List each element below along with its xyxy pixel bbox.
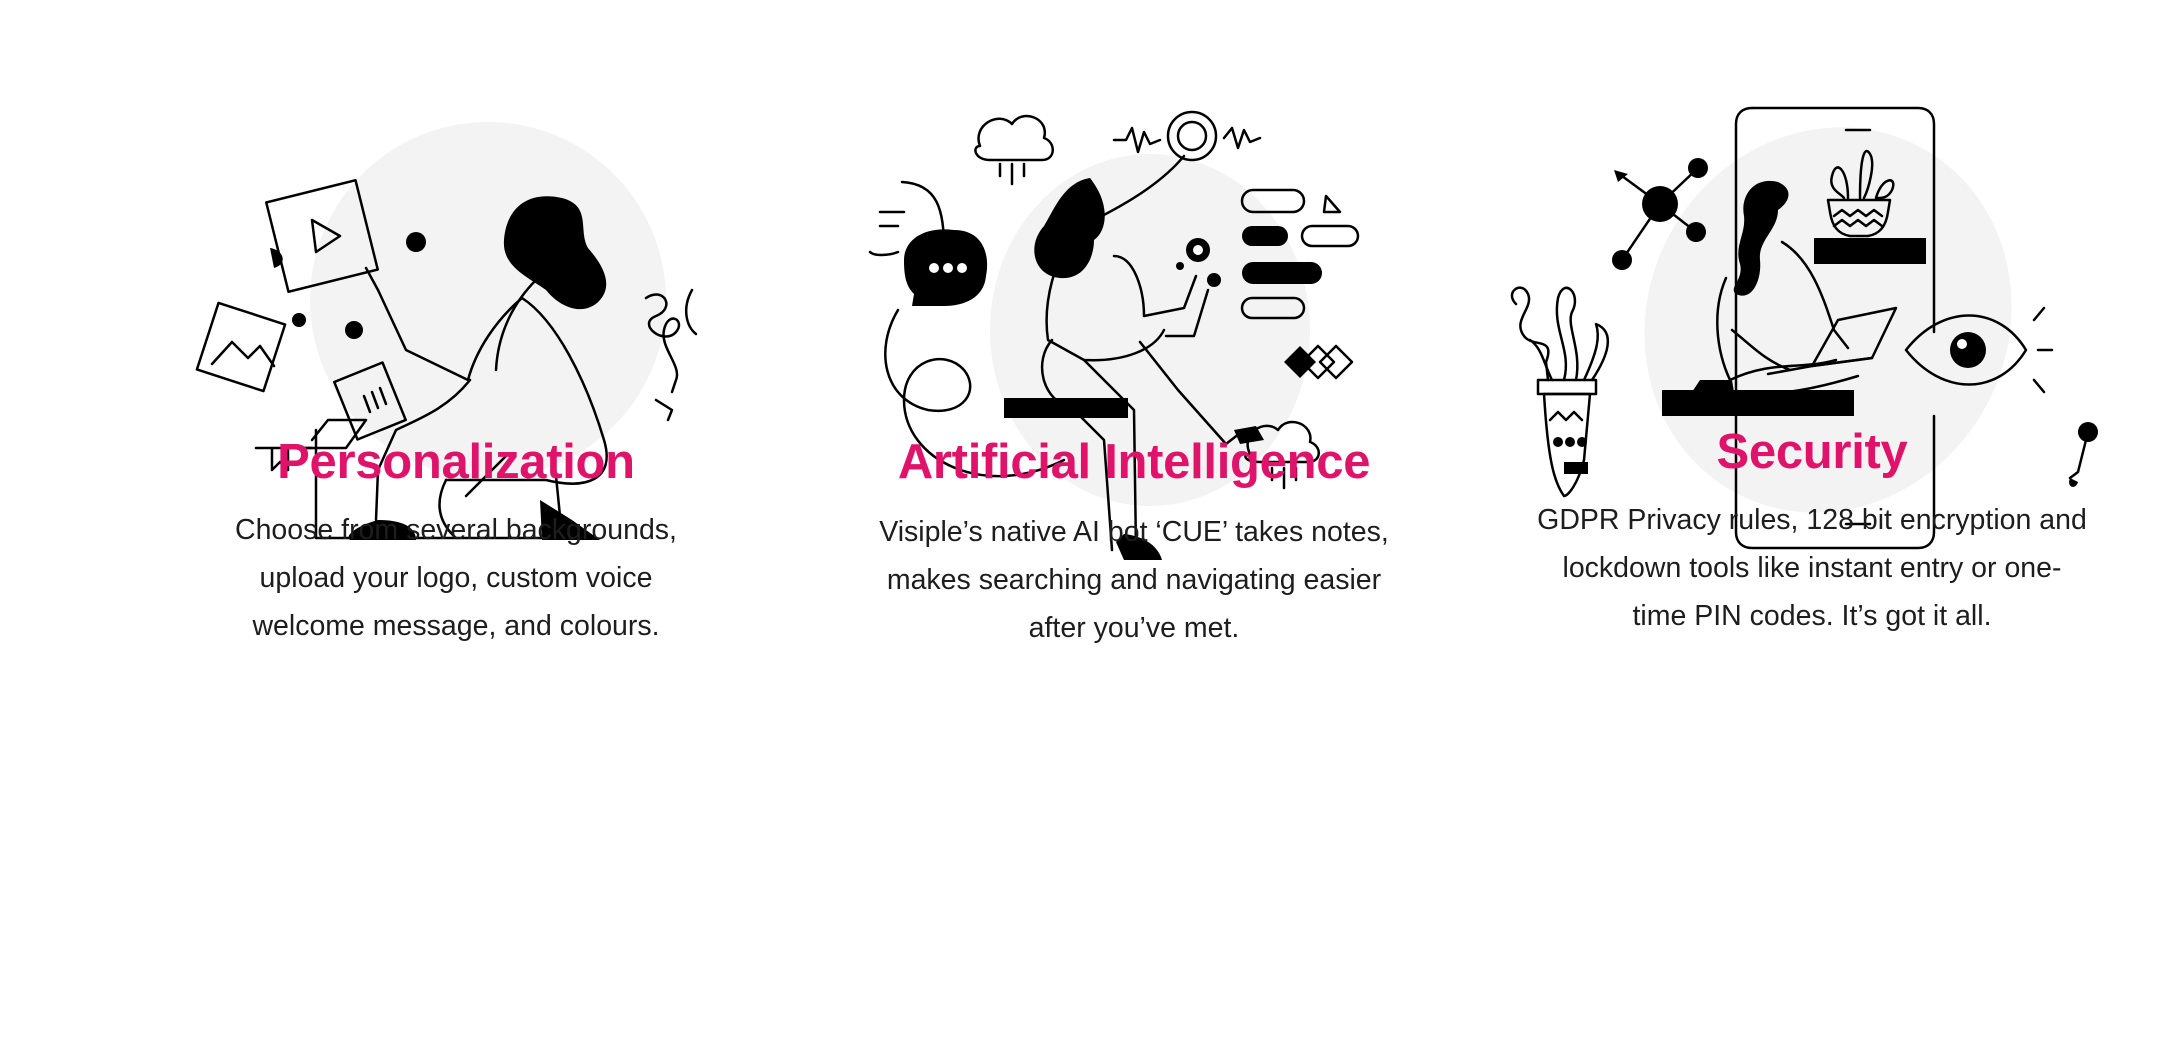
feature-description: GDPR Privacy rules, 128 bit encryption a… bbox=[1472, 496, 2152, 640]
feature-title: Personalization bbox=[277, 435, 635, 489]
feature-personalization: Personalization Choose from several back… bbox=[116, 0, 796, 1042]
feature-description: Visiple’s native AI bot ‘CUE’ takes note… bbox=[794, 508, 1474, 652]
feature-title: Security bbox=[1716, 425, 1908, 479]
feature-description-line: Visiple’s native AI bot ‘CUE’ takes note… bbox=[879, 516, 1389, 548]
feature-description-line: makes searching and navigating easier bbox=[886, 564, 1382, 596]
feature-description-line: GDPR Privacy rules, 128 bit encryption a… bbox=[1537, 504, 2087, 536]
woman-tapping-with-chat-bubbles-icon bbox=[868, 110, 1360, 560]
feature-title: Artificial Intelligence bbox=[897, 435, 1371, 489]
woman-with-laptop-in-phone-icon bbox=[1510, 106, 2098, 550]
feature-artificial-intelligence: Artificial Intelligence Visiple’s native… bbox=[794, 0, 1474, 1042]
feature-description-line: upload your logo, custom voice bbox=[259, 562, 653, 594]
feature-security: Security GDPR Privacy rules, 128 bit enc… bbox=[1472, 0, 2152, 1042]
feature-description-line: lockdown tools like instant entry or one… bbox=[1562, 552, 2062, 584]
feature-description-line: welcome message, and colours. bbox=[252, 610, 660, 642]
feature-description-line: Choose from several backgrounds, bbox=[235, 514, 677, 546]
feature-description-line: after you’ve met. bbox=[1028, 612, 1240, 644]
feature-description: Choose from several backgrounds, upload … bbox=[116, 506, 796, 650]
feature-description-line: time PIN codes. It’s got it all. bbox=[1632, 600, 1992, 632]
woman-kneeling-with-media-cards-icon bbox=[195, 122, 698, 540]
